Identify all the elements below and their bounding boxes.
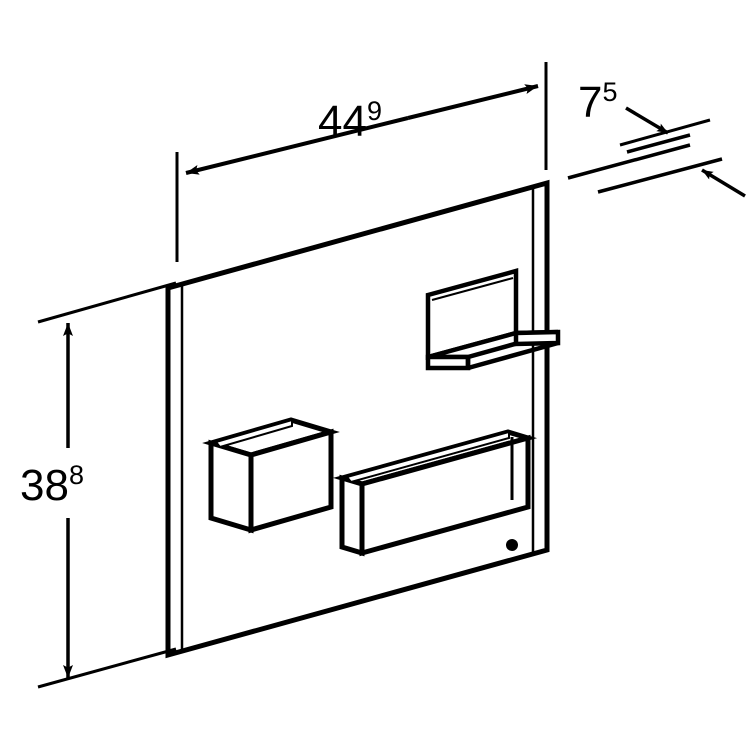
depth-value-main: 7 bbox=[578, 78, 602, 127]
tumbler-inner-rim bbox=[214, 418, 293, 449]
dimension-height-38-8: 388 bbox=[20, 281, 177, 689]
fixing-point-dot bbox=[506, 539, 518, 551]
height-value-main: 38 bbox=[20, 461, 69, 510]
width-value-superscript: 9 bbox=[367, 96, 382, 126]
tumbler-right-face bbox=[248, 428, 334, 534]
height-value-superscript: 8 bbox=[69, 460, 84, 490]
upper-shelf bbox=[425, 268, 561, 371]
depth-upper-arrow bbox=[625, 106, 669, 135]
tray-inner-rim bbox=[345, 430, 510, 484]
width-left-arrow bbox=[185, 116, 409, 175]
shelf-inner-fold-line bbox=[431, 277, 514, 301]
storage-tray bbox=[332, 429, 538, 557]
shelf-front-lip bbox=[425, 354, 471, 371]
depth-dimension-line-b bbox=[597, 157, 723, 194]
tumbler-holder bbox=[202, 417, 340, 534]
shelf-lower-front-edge bbox=[467, 340, 559, 371]
height-bottom-extension-line bbox=[37, 647, 177, 689]
shelf-right-endcap bbox=[513, 329, 561, 347]
depth-lower-arrow bbox=[701, 168, 746, 198]
tray-front-face bbox=[359, 434, 531, 557]
width-right-arrow bbox=[407, 84, 539, 120]
depth-upper-helper-line bbox=[626, 133, 691, 154]
tumbler-front-face bbox=[208, 439, 254, 534]
height-dimension-label: 388 bbox=[20, 460, 84, 510]
width-value-main: 44 bbox=[318, 97, 367, 146]
tray-left-end-face bbox=[339, 474, 365, 557]
width-dimension-label: 449 bbox=[318, 96, 382, 146]
depth-dimension-line-a bbox=[567, 143, 691, 180]
dimension-width-44-9: 449 bbox=[175, 62, 548, 262]
depth-value-superscript: 5 bbox=[602, 77, 617, 107]
dimension-depth-7-5: 75 bbox=[567, 77, 746, 198]
height-top-extension-line bbox=[37, 281, 177, 324]
depth-dimension-label: 75 bbox=[578, 77, 618, 127]
